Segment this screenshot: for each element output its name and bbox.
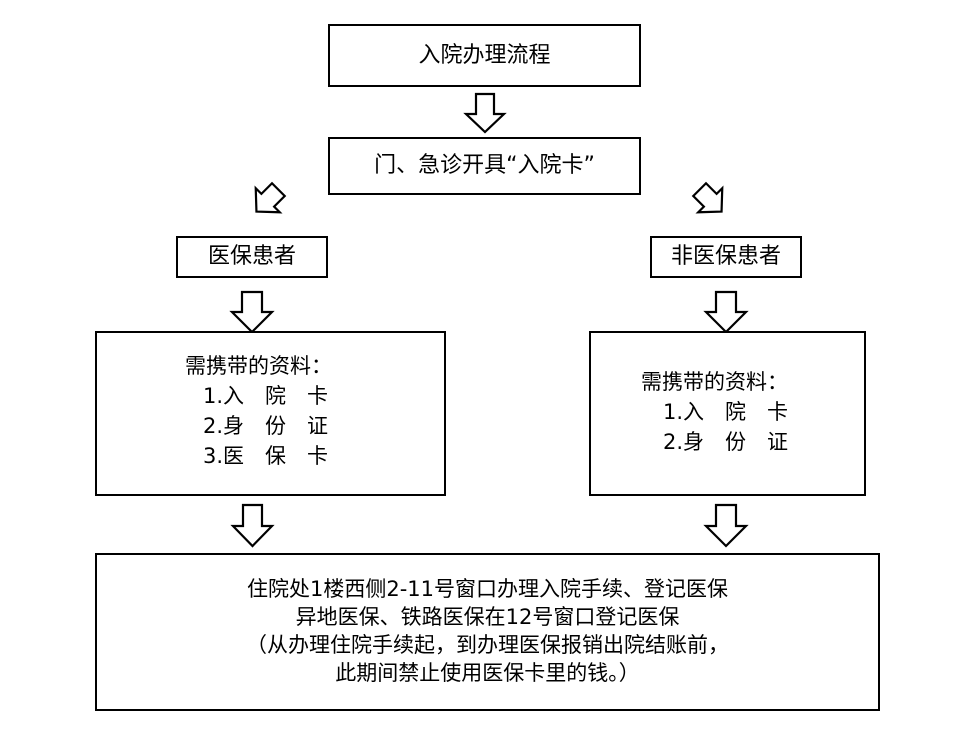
right-materials-content: 需携带的资料： 1.入 院 卡 2.身 份 证 [641,367,788,457]
arrow-diagonal-to-right-branch [691,181,724,214]
arrow-diagonal-to-left-branch [254,181,287,214]
left-material-item: 2.身 份 证 [203,414,329,438]
left-materials-box: 需携带的资料： 1.入 院 卡 2.身 份 证 3.医 保 卡 [95,331,446,496]
right-material-item: 1.入 院 卡 [663,400,789,424]
flow-title: 入院办理流程 [418,42,551,68]
right-branch-label: 非医保患者 [670,244,781,269]
final-instructions-box: 住院处1楼西侧2-11号窗口办理入院手续、登记医保 异地医保、铁路医保在12号窗… [95,553,880,711]
right-materials-heading: 需携带的资料： [641,370,788,394]
arrow-down-left-label-to-materials [229,290,275,334]
left-material-item: 1.入 院 卡 [203,384,329,408]
final-line-remote-insurance: 异地医保、铁路医保在12号窗口登记医保 [295,605,680,629]
flow-title-box: 入院办理流程 [328,24,641,87]
step-admission-card-text: 门、急诊开具“入院卡” [374,153,595,178]
left-materials-heading: 需携带的资料： [185,354,332,378]
step-admission-card-box: 门、急诊开具“入院卡” [328,137,641,195]
final-line-note-start: （从办理住院手续起，到办理医保报销出院结账前， [246,633,729,657]
left-branch-label-box: 医保患者 [176,236,328,278]
arrow-down-right-label-to-materials [703,290,749,334]
left-materials-content: 需携带的资料： 1.入 院 卡 2.身 份 证 3.医 保 卡 [185,351,332,471]
arrow-down-right-materials-to-final [703,503,749,548]
arrow-down-title-to-step1 [463,92,507,134]
final-line-note-end: 此期间禁止使用医保卡里的钱。） [335,661,640,685]
final-line-windows: 住院处1楼西侧2-11号窗口办理入院手续、登记医保 [246,577,729,601]
arrow-down-left-materials-to-final [230,503,275,548]
final-instructions-text: 住院处1楼西侧2-11号窗口办理入院手续、登记医保 异地医保、铁路医保在12号窗… [97,575,878,687]
right-branch-label-box: 非医保患者 [650,236,802,278]
right-material-item: 2.身 份 证 [663,430,789,454]
left-branch-label: 医保患者 [207,244,296,269]
left-material-item: 3.医 保 卡 [203,444,329,468]
right-materials-box: 需携带的资料： 1.入 院 卡 2.身 份 证 [589,331,866,496]
